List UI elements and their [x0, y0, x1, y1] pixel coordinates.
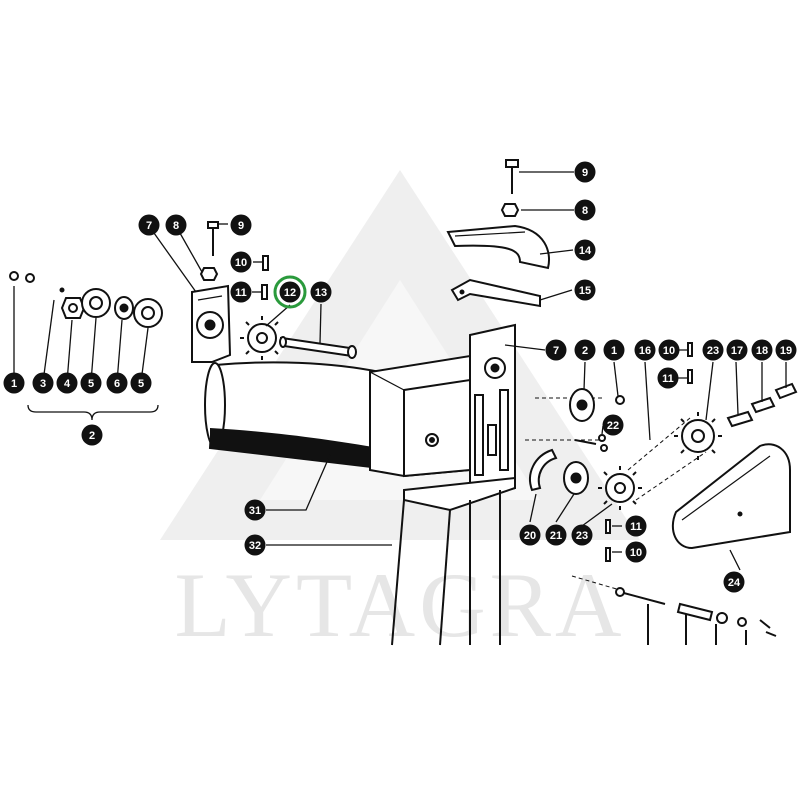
- svg-text:9: 9: [582, 167, 588, 179]
- svg-text:11: 11: [630, 521, 642, 533]
- callout-32: 32: [244, 534, 266, 556]
- svg-text:7: 7: [146, 220, 152, 232]
- svg-text:22: 22: [607, 420, 619, 432]
- svg-text:14: 14: [579, 245, 592, 257]
- callout-11-bottom: 11: [625, 515, 647, 537]
- callout-20: 20: [519, 524, 541, 546]
- svg-text:9: 9: [238, 220, 244, 232]
- svg-text:10: 10: [630, 547, 642, 559]
- callout-12: 12: [279, 281, 301, 303]
- callout-8-left: 8: [165, 214, 187, 236]
- svg-text:17: 17: [731, 345, 743, 357]
- sprocket-and-shaft: [240, 316, 357, 360]
- callout-10-bottom: 10: [625, 541, 647, 563]
- svg-text:31: 31: [249, 505, 261, 517]
- svg-text:8: 8: [173, 220, 179, 232]
- highlight-ring: [273, 275, 307, 309]
- left-bearing-parts: [9, 271, 163, 421]
- svg-text:7: 7: [553, 345, 559, 357]
- svg-text:13: 13: [315, 287, 327, 299]
- callout-2-right: 2: [574, 339, 596, 361]
- left-bracket-7: [191, 221, 269, 363]
- svg-text:6: 6: [114, 378, 120, 390]
- callout-23-top: 23: [702, 339, 724, 361]
- callout-9-left: 9: [230, 214, 252, 236]
- svg-text:4: 4: [64, 378, 71, 390]
- svg-text:10: 10: [235, 257, 247, 269]
- callout-18: 18: [751, 339, 773, 361]
- svg-text:5: 5: [138, 378, 144, 390]
- callout-11-left: 11: [230, 281, 252, 303]
- callout-24: 24: [723, 571, 745, 593]
- callout-6: 6: [106, 372, 128, 394]
- callout-4: 4: [56, 372, 78, 394]
- svg-text:23: 23: [576, 530, 588, 542]
- watermark-text: LYTAGRA: [175, 554, 626, 656]
- svg-text:16: 16: [639, 345, 651, 357]
- callout-13: 13: [310, 281, 332, 303]
- callout-7-right: 7: [545, 339, 567, 361]
- callout-31: 31: [244, 499, 266, 521]
- callouts: 1 3 4 5 6 5 2 7 8 9 10 11 12 13 9 8 14 1…: [3, 161, 797, 593]
- callout-14: 14: [574, 239, 596, 261]
- svg-text:11: 11: [235, 287, 247, 299]
- svg-text:12: 12: [284, 287, 296, 299]
- svg-text:18: 18: [756, 345, 768, 357]
- svg-text:5: 5: [88, 378, 94, 390]
- callout-1-left: 1: [3, 372, 25, 394]
- callout-17: 17: [726, 339, 748, 361]
- right-drive-parts: [525, 342, 798, 645]
- callout-1-right: 1: [603, 339, 625, 361]
- svg-text:1: 1: [11, 378, 17, 390]
- callout-22: 22: [602, 414, 624, 436]
- svg-text:10: 10: [663, 345, 675, 357]
- top-cover-parts: [446, 159, 550, 308]
- svg-text:2: 2: [582, 345, 588, 357]
- callout-21: 21: [545, 524, 567, 546]
- svg-text:1: 1: [611, 345, 617, 357]
- svg-text:15: 15: [579, 285, 591, 297]
- svg-text:11: 11: [662, 373, 674, 385]
- callout-3: 3: [32, 372, 54, 394]
- callout-10-right: 10: [658, 339, 680, 361]
- callout-5a: 5: [80, 372, 102, 394]
- callout-15: 15: [574, 279, 596, 301]
- svg-text:2: 2: [89, 430, 95, 442]
- callout-2-left: 2: [81, 424, 103, 446]
- callout-19: 19: [775, 339, 797, 361]
- main-housing: [204, 323, 516, 646]
- callout-16: 16: [634, 339, 656, 361]
- callout-5b: 5: [130, 372, 152, 394]
- svg-text:8: 8: [582, 205, 588, 217]
- callout-9-top: 9: [574, 161, 596, 183]
- svg-text:24: 24: [728, 577, 741, 589]
- callout-11-right: 11: [657, 367, 679, 389]
- svg-text:21: 21: [550, 530, 562, 542]
- callout-10-left: 10: [230, 251, 252, 273]
- callout-7-left: 7: [138, 214, 160, 236]
- svg-text:23: 23: [707, 345, 719, 357]
- svg-text:20: 20: [524, 530, 536, 542]
- callout-23-bottom: 23: [571, 524, 593, 546]
- svg-text:32: 32: [249, 540, 261, 552]
- svg-text:19: 19: [780, 345, 792, 357]
- callout-8-top: 8: [574, 199, 596, 221]
- svg-text:3: 3: [40, 378, 46, 390]
